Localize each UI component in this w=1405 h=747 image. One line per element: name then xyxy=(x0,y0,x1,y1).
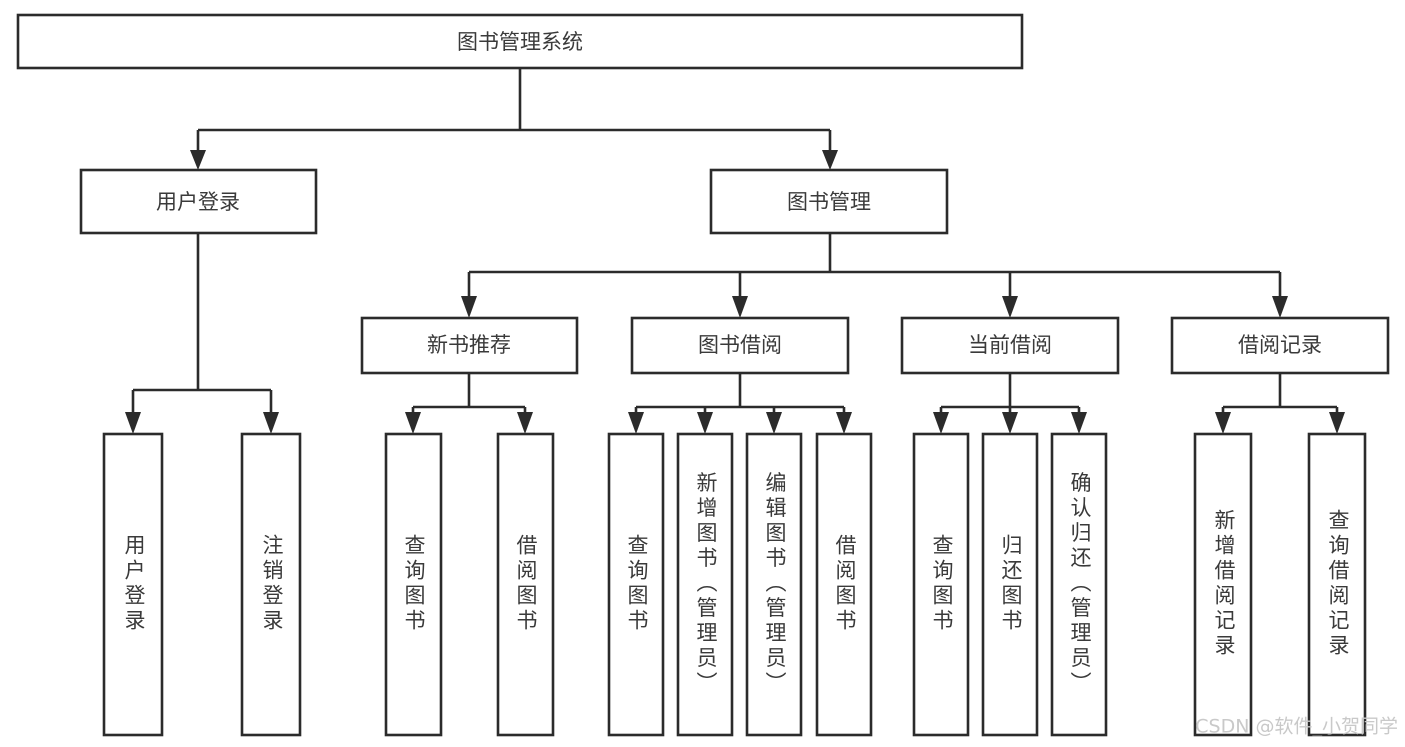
node-borrow-record-box[interactable] xyxy=(1170,316,1390,375)
arrow-head-current-leaf3 xyxy=(1071,412,1087,434)
leaf-current-confirm-return-admin-box[interactable] xyxy=(1050,432,1108,737)
leaf-borrow-add-book-admin[interactable]: 新增图书（管理员） xyxy=(676,432,734,737)
node-current-borrow-box[interactable] xyxy=(900,316,1120,375)
node-root-system-box[interactable] xyxy=(16,13,1024,70)
csdn-watermark: CSDN @软件_小贺同学 xyxy=(1195,716,1398,738)
arrow-head-to-user-login xyxy=(190,150,206,170)
leaf-record-add-record-label: 新增借阅记录 xyxy=(1212,509,1236,659)
arrow-head-borrow-leaf2 xyxy=(697,412,713,434)
arrow-head-record-leaf1 xyxy=(1215,412,1231,434)
leaf-current-return-book[interactable]: 归还图书 xyxy=(981,432,1039,737)
node-book-borrow[interactable]: 图书借阅 xyxy=(630,316,850,375)
leaf-borrow-edit-book-admin-label: 编辑图书（管理员） xyxy=(763,472,787,697)
leaf-borrow-add-book-admin-label: 新增图书（管理员） xyxy=(694,472,718,697)
leaf-record-query-record[interactable]: 查询借阅记录 xyxy=(1307,432,1367,737)
node-borrow-record-label: 借阅记录 xyxy=(1238,333,1322,357)
leaf-user-login-login-box[interactable] xyxy=(102,432,164,737)
node-book-borrow-label: 图书借阅 xyxy=(698,333,782,357)
arrow-head-book-borrow xyxy=(732,296,748,318)
connector-layer xyxy=(125,68,1345,434)
leaf-current-query-book[interactable]: 查询图书 xyxy=(912,432,970,737)
arrow-head-current-leaf1 xyxy=(933,412,949,434)
leaf-recommend-borrow-book-box[interactable] xyxy=(496,432,555,737)
leaf-borrow-borrow-book[interactable]: 借阅图书 xyxy=(815,432,873,737)
arrow-head-borrow-record xyxy=(1272,296,1288,318)
leaf-borrow-add-book-admin-box[interactable] xyxy=(676,432,734,737)
leaf-current-confirm-return-admin[interactable]: 确认归还（管理员） xyxy=(1050,432,1108,737)
node-root-system[interactable]: 图书管理系统 xyxy=(16,13,1024,70)
node-current-borrow[interactable]: 当前借阅 xyxy=(900,316,1120,375)
leaf-borrow-edit-book-admin[interactable]: 编辑图书（管理员） xyxy=(745,432,803,737)
leaf-recommend-borrow-book[interactable]: 借阅图书 xyxy=(496,432,555,737)
arrow-head-new-book-recommend xyxy=(461,296,477,318)
leaf-user-login-login[interactable]: 用户登录 xyxy=(102,432,164,737)
leaf-recommend-query-book[interactable]: 查询图书 xyxy=(384,432,443,737)
leaf-borrow-query-book-label: 查询图书 xyxy=(625,534,649,634)
node-book-management[interactable]: 图书管理 xyxy=(709,168,949,235)
node-borrow-record[interactable]: 借阅记录 xyxy=(1170,316,1390,375)
leaf-current-confirm-return-admin-label: 确认归还（管理员） xyxy=(1068,472,1092,697)
leaf-current-return-book-box[interactable] xyxy=(981,432,1039,737)
node-root-system-label: 图书管理系统 xyxy=(457,30,583,54)
leaf-recommend-query-book-label: 查询图书 xyxy=(402,534,426,634)
leaf-record-add-record-box[interactable] xyxy=(1193,432,1253,737)
arrow-head-borrow-leaf4 xyxy=(836,412,852,434)
leaf-user-login-logout[interactable]: 注销登录 xyxy=(240,432,302,737)
leaf-borrow-edit-book-admin-box[interactable] xyxy=(745,432,803,737)
leaf-record-query-record-box[interactable] xyxy=(1307,432,1367,737)
leaf-current-query-book-box[interactable] xyxy=(912,432,970,737)
leaf-current-query-book-label: 查询图书 xyxy=(930,534,954,634)
node-new-book-recommend[interactable]: 新书推荐 xyxy=(360,316,579,375)
leaf-borrow-borrow-book-label: 借阅图书 xyxy=(833,534,857,634)
node-user-login[interactable]: 用户登录 xyxy=(79,168,318,235)
arrow-head-current-borrow xyxy=(1002,296,1018,318)
arrow-head-recommend-leaf2 xyxy=(517,412,533,434)
arrow-head-recommend-leaf1 xyxy=(405,412,421,434)
node-new-book-recommend-box[interactable] xyxy=(360,316,579,375)
leaf-user-login-logout-label: 注销登录 xyxy=(260,534,284,634)
node-book-borrow-box[interactable] xyxy=(630,316,850,375)
arrow-head-borrow-leaf1 xyxy=(628,412,644,434)
node-new-book-recommend-label: 新书推荐 xyxy=(427,333,511,357)
leaf-borrow-borrow-book-box[interactable] xyxy=(815,432,873,737)
leaf-user-login-login-label: 用户登录 xyxy=(122,534,146,634)
arrow-head-current-leaf2 xyxy=(1002,412,1018,434)
leaf-borrow-query-book[interactable]: 查询图书 xyxy=(607,432,665,737)
node-current-borrow-label: 当前借阅 xyxy=(968,333,1052,357)
leaf-user-login-logout-box[interactable] xyxy=(240,432,302,737)
node-book-management-box[interactable] xyxy=(709,168,949,235)
leaf-record-add-record[interactable]: 新增借阅记录 xyxy=(1193,432,1253,737)
node-user-login-label: 用户登录 xyxy=(156,190,240,214)
arrow-head-logout-leaf xyxy=(263,412,279,434)
arrow-head-to-book-management xyxy=(822,150,838,170)
leaf-record-query-record-label: 查询借阅记录 xyxy=(1326,509,1350,659)
node-book-management-label: 图书管理 xyxy=(787,190,871,214)
leaf-recommend-query-book-box[interactable] xyxy=(384,432,443,737)
leaf-recommend-borrow-book-label: 借阅图书 xyxy=(514,534,538,634)
arrow-head-user-login-leaf xyxy=(125,412,141,434)
arrow-head-record-leaf2 xyxy=(1329,412,1345,434)
node-user-login-box[interactable] xyxy=(79,168,318,235)
leaf-current-return-book-label: 归还图书 xyxy=(999,534,1023,634)
arrow-head-borrow-leaf3 xyxy=(766,412,782,434)
leaf-borrow-query-book-box[interactable] xyxy=(607,432,665,737)
